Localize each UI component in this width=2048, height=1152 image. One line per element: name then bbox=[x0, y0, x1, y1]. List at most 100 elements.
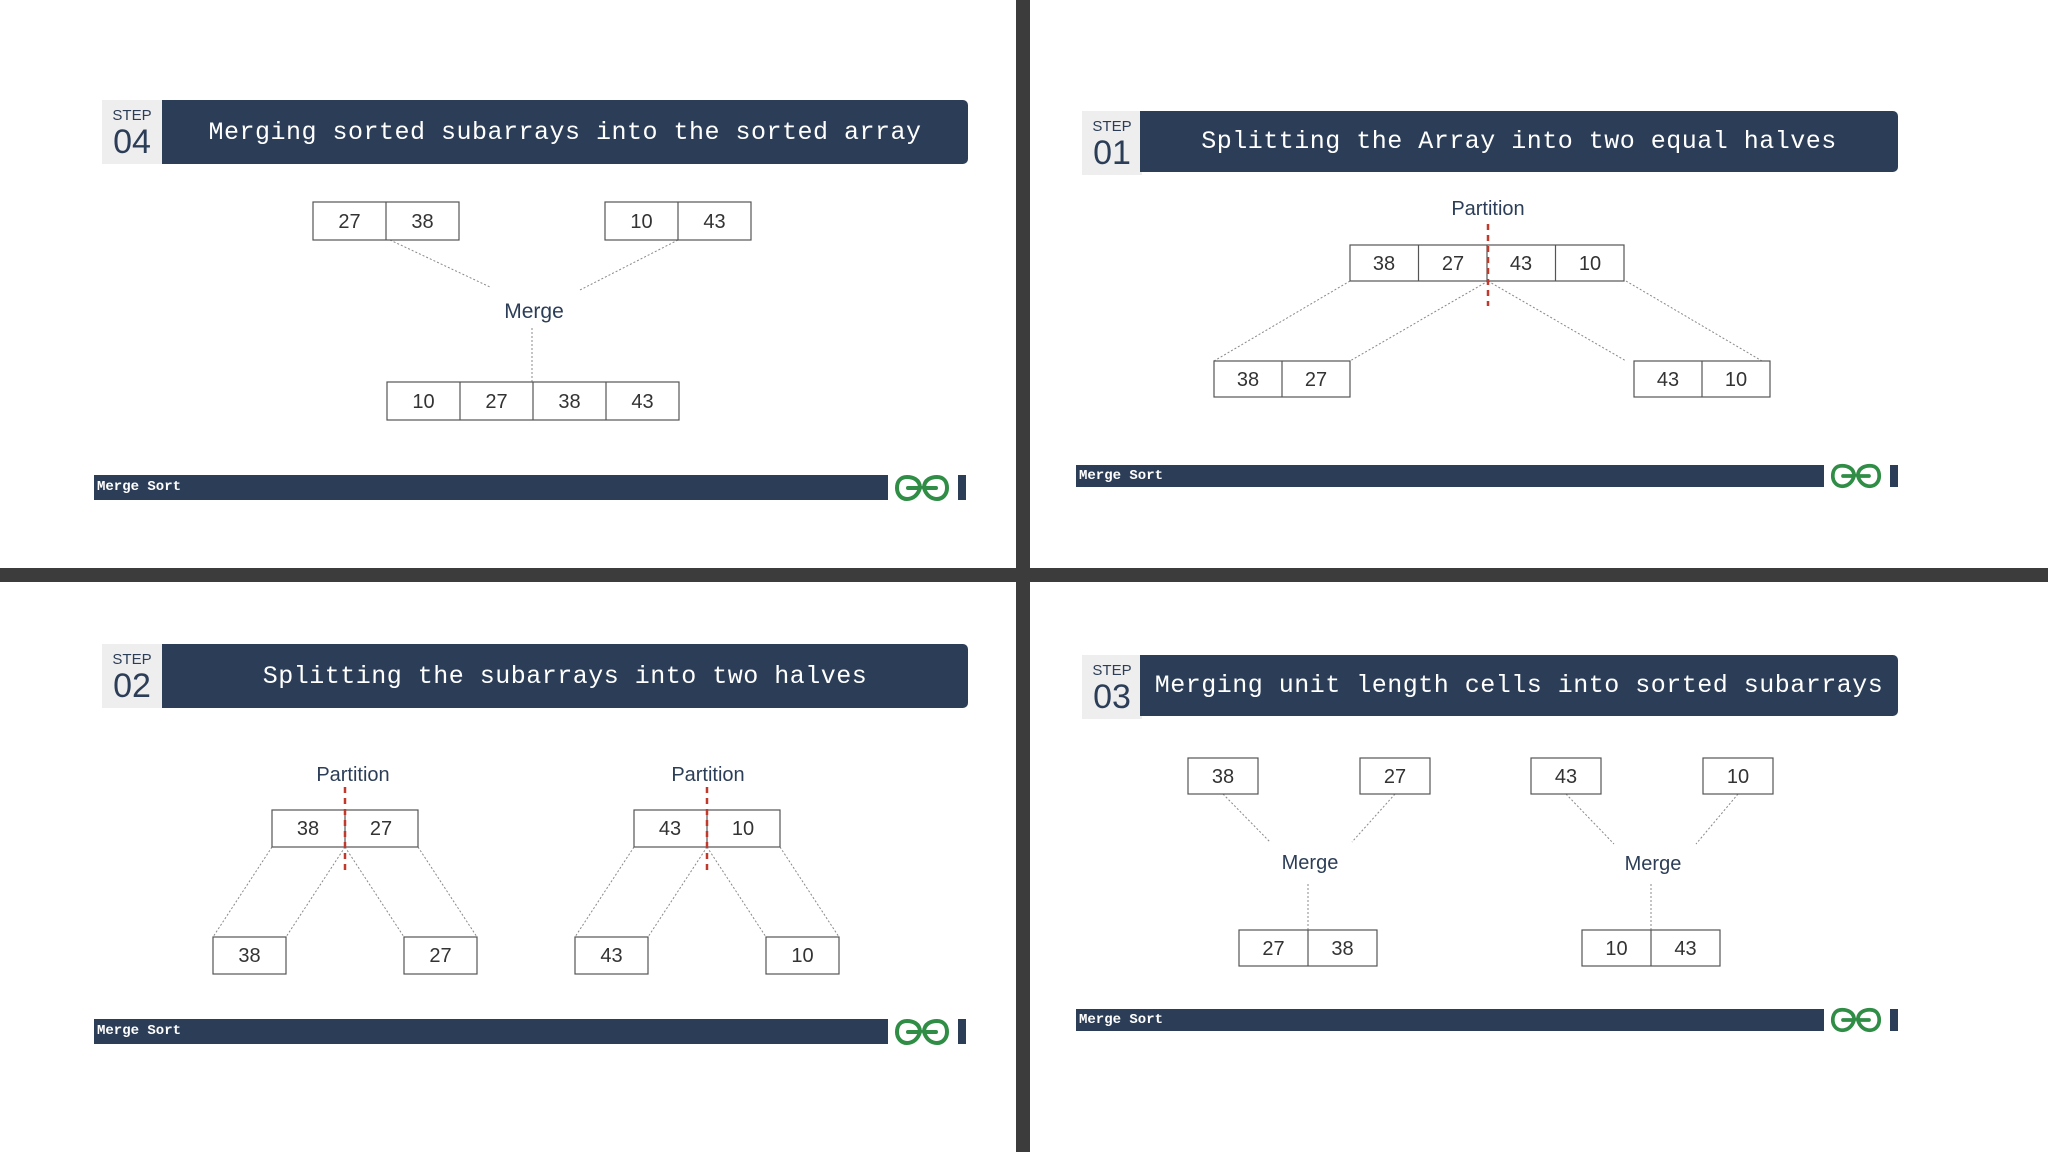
array-cell-box bbox=[1359, 757, 1431, 795]
partition-label: Partition bbox=[1451, 198, 1524, 220]
connector-line bbox=[1349, 280, 1489, 362]
connector-line bbox=[574, 846, 635, 938]
array-cell: 10 bbox=[630, 211, 652, 233]
step-title: Splitting the subarrays into two halves bbox=[162, 644, 968, 708]
array-cell: 38 bbox=[411, 211, 433, 233]
array-cell-box bbox=[765, 936, 840, 975]
connector-line bbox=[1487, 280, 1627, 362]
split-diagram: Partition 38 27 43 10 38 27 43 bbox=[1213, 198, 1771, 398]
array-cell: 27 bbox=[1262, 938, 1284, 960]
panel-step-03: STEP 03 Merging unit length cells into s… bbox=[1030, 582, 2030, 1142]
merge-label: Merge bbox=[504, 300, 564, 323]
array-cell-box bbox=[403, 936, 478, 975]
geeksforgeeks-logo-icon bbox=[1830, 1007, 1882, 1033]
array-cell: 43 bbox=[631, 391, 653, 413]
merge-label: Merge bbox=[1282, 852, 1339, 874]
geeksforgeeks-logo-icon bbox=[894, 1018, 950, 1046]
partition-label: Partition bbox=[671, 764, 744, 786]
footer-tab bbox=[1890, 465, 1898, 487]
geeksforgeeks-logo-icon bbox=[894, 474, 950, 502]
footer-bar: Merge Sort bbox=[94, 475, 888, 500]
step-badge: STEP 01 bbox=[1082, 111, 1142, 175]
split-group-right: Partition 43 10 43 10 bbox=[574, 764, 840, 975]
array-cell: 10 bbox=[732, 818, 754, 840]
connector-line bbox=[779, 846, 840, 938]
step-number: 03 bbox=[1093, 678, 1131, 716]
connector-line bbox=[579, 239, 679, 291]
merge-label: Merge bbox=[1625, 853, 1682, 875]
array-cell: 10 bbox=[1725, 369, 1747, 391]
array-cell-box bbox=[1530, 757, 1602, 795]
array-cell: 38 bbox=[558, 391, 580, 413]
array-cell: 43 bbox=[1657, 369, 1679, 391]
array-cell: 27 bbox=[1305, 369, 1327, 391]
array-right-half: 43 10 bbox=[1633, 360, 1771, 398]
horizontal-divider bbox=[0, 568, 2048, 582]
array-cell: 10 bbox=[791, 945, 813, 967]
footer-bar: Merge Sort bbox=[1076, 465, 1824, 487]
connector-line bbox=[647, 846, 708, 938]
array-cell: 43 bbox=[703, 211, 725, 233]
step-number: 01 bbox=[1093, 134, 1131, 172]
connector-line bbox=[1351, 793, 1396, 843]
array-cell: 27 bbox=[338, 211, 360, 233]
step-number: 04 bbox=[113, 123, 151, 161]
array-cell: 27 bbox=[370, 818, 392, 840]
connector-line bbox=[1695, 793, 1739, 845]
array-left-pair: 27 38 bbox=[312, 201, 460, 241]
array-cell: 38 bbox=[1331, 938, 1353, 960]
panel-step-02: STEP 02 Splitting the subarrays into two… bbox=[0, 582, 1000, 1142]
connector-line bbox=[389, 239, 491, 288]
step-badge: STEP 04 bbox=[102, 100, 162, 164]
connector-line bbox=[285, 846, 346, 938]
array-cell: 38 bbox=[238, 945, 260, 967]
split-group-left: Partition 38 27 38 27 bbox=[212, 764, 478, 975]
merge-group-left: 38 27 Merge 27 38 bbox=[1187, 757, 1431, 967]
array-cell: 38 bbox=[297, 818, 319, 840]
array-cell-box bbox=[1702, 757, 1774, 795]
step-title: Splitting the Array into two equal halve… bbox=[1140, 111, 1898, 172]
array-cell-box bbox=[1187, 757, 1259, 795]
footer-bar: Merge Sort bbox=[94, 1019, 888, 1044]
step-number: 02 bbox=[113, 667, 151, 705]
step-word: STEP bbox=[112, 651, 152, 668]
array-cell: 43 bbox=[1674, 938, 1696, 960]
array-cell: 38 bbox=[1212, 766, 1234, 788]
array-result: 10 27 38 43 bbox=[386, 381, 680, 421]
connector-line bbox=[344, 846, 405, 938]
array-cell: 38 bbox=[1237, 369, 1259, 391]
footer-tab bbox=[958, 1019, 966, 1044]
footer-bar: Merge Sort bbox=[1076, 1009, 1824, 1031]
array-cell: 43 bbox=[659, 818, 681, 840]
array-cell: 27 bbox=[1384, 766, 1406, 788]
step-word: STEP bbox=[1092, 118, 1132, 135]
array-left-half: 38 27 bbox=[1213, 360, 1351, 398]
merge-diagram: 27 38 10 43 Merge 10 27 38 43 bbox=[312, 201, 752, 421]
array-cell-box bbox=[212, 936, 287, 975]
array-cell: 43 bbox=[1510, 253, 1532, 275]
array-cell: 43 bbox=[600, 945, 622, 967]
connector-line bbox=[417, 846, 478, 938]
split-diagram: Partition 38 27 38 27 Partition bbox=[212, 764, 840, 975]
step-title: Merging sorted subarrays into the sorted… bbox=[162, 100, 968, 164]
connector-line bbox=[212, 846, 273, 938]
array-cell: 38 bbox=[1373, 253, 1395, 275]
array-cell: 10 bbox=[1727, 766, 1749, 788]
array-cell: 10 bbox=[412, 391, 434, 413]
panel-step-01: STEP 01 Splitting the Array into two equ… bbox=[1030, 0, 2030, 560]
merge-diagram: 38 27 Merge 27 38 43 10 Merge 10 43 bbox=[1187, 757, 1774, 967]
panel-step-04: STEP 04 Merging sorted subarrays into th… bbox=[0, 0, 1000, 560]
array-cell: 10 bbox=[1579, 253, 1601, 275]
connector-line bbox=[1625, 280, 1763, 362]
array-cell: 43 bbox=[1555, 766, 1577, 788]
step-badge: STEP 03 bbox=[1082, 655, 1142, 719]
footer-tab bbox=[1890, 1009, 1898, 1031]
geeksforgeeks-logo-icon bbox=[1830, 463, 1882, 489]
step-word: STEP bbox=[1092, 662, 1132, 679]
partition-label: Partition bbox=[316, 764, 389, 786]
step-title: Merging unit length cells into sorted su… bbox=[1140, 655, 1898, 716]
array-cell: 10 bbox=[1605, 938, 1627, 960]
array-cell-box bbox=[574, 936, 649, 975]
step-badge: STEP 02 bbox=[102, 644, 162, 708]
array-right-pair: 10 43 bbox=[604, 201, 752, 241]
